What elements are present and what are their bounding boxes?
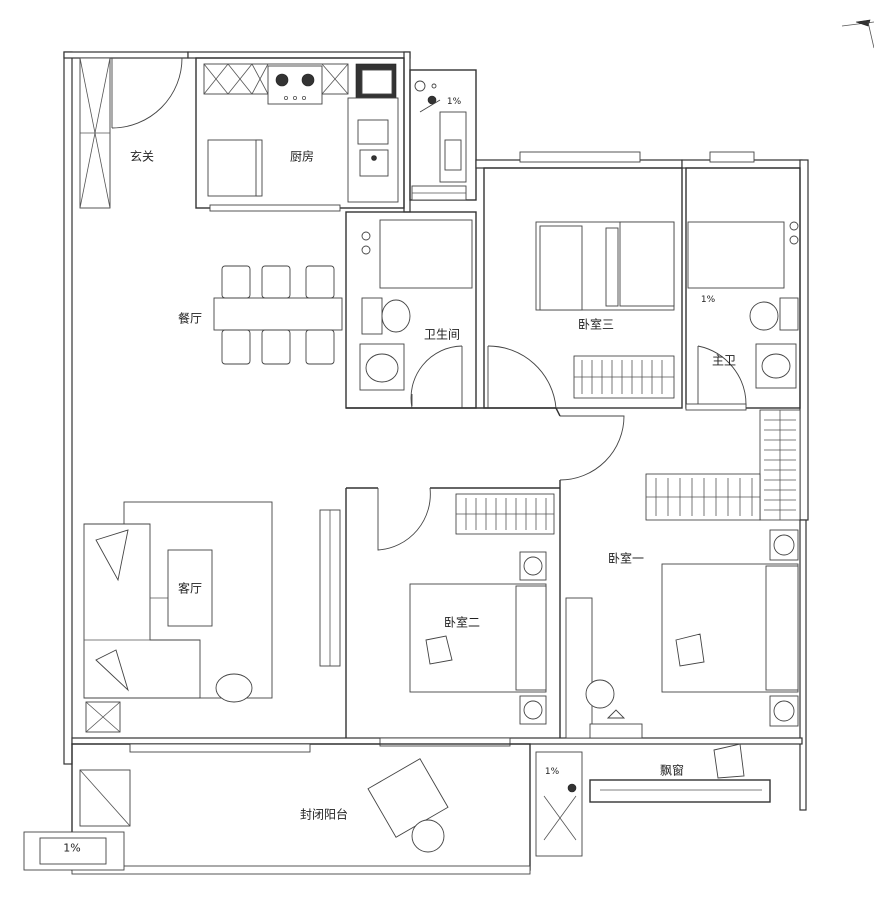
slope-tag-master-bath: 1% (700, 295, 716, 305)
room-label-living: 客厅 (177, 581, 203, 596)
public-bathroom (345, 211, 477, 409)
room-label-dining: 餐厅 (177, 311, 203, 326)
dining-table-set (213, 265, 343, 365)
room-label-bay-window: 飘窗 (659, 763, 685, 778)
slope-tag-kitchen-balcony: 1% (446, 97, 462, 107)
living-room (83, 501, 341, 733)
wardrobe-hatch-bedroom3 (581, 360, 663, 394)
room-label-master-bath: 主卫 (711, 353, 737, 368)
room-label-kitchen: 厨房 (289, 149, 315, 164)
room-label-bedroom1: 卧室一 (607, 551, 645, 566)
bedroom3 (483, 151, 683, 409)
interior-partitions (345, 407, 625, 738)
kitchen-balcony (411, 80, 467, 201)
room-label-balcony: 封闭阳台 (299, 807, 349, 822)
north-arrow-icon (841, 19, 874, 49)
bedroom1-wardrobes (645, 409, 801, 521)
enclosed-balcony (23, 743, 583, 875)
room-label-bathroom-public: 卫生间 (423, 327, 461, 342)
slope-tag-balcony-drain: 1% (544, 767, 560, 777)
entrance-area (79, 57, 183, 209)
bedroom2 (379, 493, 555, 747)
slope-tag-bottom-left: 1% (63, 841, 81, 855)
room-label-bedroom2: 卧室二 (443, 615, 481, 630)
kitchen (195, 57, 405, 212)
room-label-bedroom3: 卧室三 (577, 317, 615, 332)
master-bath (685, 151, 801, 411)
room-label-entrance: 玄关 (129, 149, 155, 164)
bedroom1 (565, 529, 799, 779)
